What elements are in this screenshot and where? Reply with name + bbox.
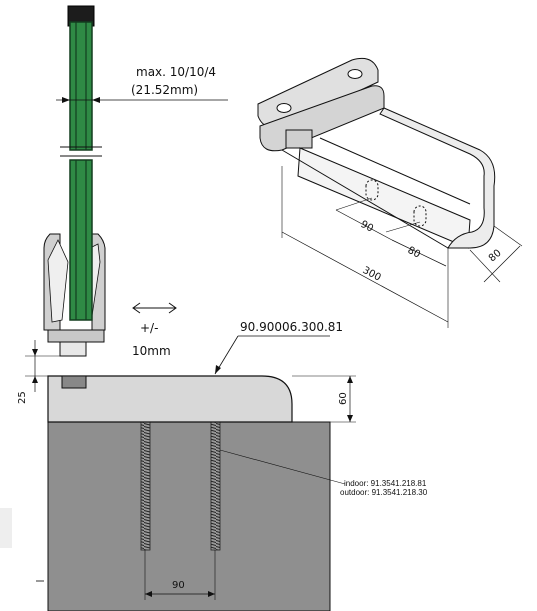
clamp-bolt <box>61 375 87 389</box>
glass-pane <box>60 5 102 321</box>
iso-dimension-80-b: 80 <box>487 248 504 265</box>
anchor-rod-right <box>210 421 221 551</box>
adjustment-symbol: +/- <box>140 321 158 335</box>
adjustment-value: 10mm <box>132 344 171 358</box>
base-rail <box>47 375 293 423</box>
glass-thickness-dimension: max. 10/10/4 (21.52mm) <box>56 65 228 103</box>
base-part-leader: 90.90006.300.81 <box>214 320 343 375</box>
dimension-60: 60 <box>292 375 356 423</box>
iso-dimension-90: 90 <box>359 219 375 235</box>
glass-clamp <box>43 233 106 389</box>
slot-icon <box>365 179 379 201</box>
glass-thickness-mm: (21.52mm) <box>131 83 198 97</box>
iso-dimension-80-a: 80 <box>406 245 422 261</box>
dimension-rod-spacing: 90 <box>144 550 216 600</box>
base-part-number: 90.90006.300.81 <box>240 320 343 334</box>
dimension-25-label: 25 <box>17 391 28 404</box>
background-mark <box>0 508 12 548</box>
glass-thickness-label: max. 10/10/4 <box>136 65 216 79</box>
dimension-rod-spacing-label: 90 <box>172 580 185 591</box>
isometric-bracket <box>257 57 523 328</box>
anchor-rod-leader: indoor: 91.3541.218.81 outdoor: 91.3541.… <box>219 449 428 497</box>
anchor-rod-left <box>140 421 151 551</box>
slot-icon <box>413 205 427 227</box>
anchor-indoor-label: indoor: 91.3541.218.81 <box>344 479 427 488</box>
dimension-25: 25 <box>17 340 62 404</box>
concrete-block <box>47 421 331 611</box>
adjustment-indicator: +/- 10mm <box>132 302 177 358</box>
dimension-60-label: 60 <box>338 392 349 405</box>
anchor-outdoor-label: outdoor: 91.3541.218.30 <box>340 488 428 497</box>
